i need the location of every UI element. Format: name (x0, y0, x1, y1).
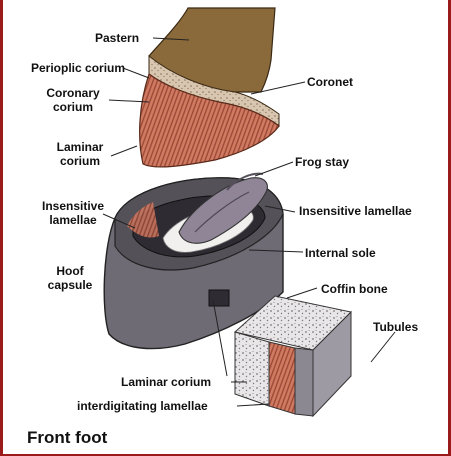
label-laminar-corium-top: Laminar corium (49, 140, 111, 168)
label-pastern: Pastern (95, 31, 139, 45)
label-coronet: Coronet (307, 75, 353, 89)
label-insensitive-lamellae-left-line2: lamellae (33, 213, 113, 227)
label-internal-sole: Internal sole (305, 246, 376, 260)
label-laminar-corium-top-line1: Laminar (49, 140, 111, 154)
label-coronary-corium-line2: corium (39, 100, 107, 114)
block-front-left-shape (235, 332, 269, 406)
label-laminar-corium-top-line2: corium (49, 154, 111, 168)
caption-front-foot: Front foot (27, 428, 107, 448)
label-frog-stay: Frog stay (295, 155, 349, 169)
label-coffin-bone: Coffin bone (321, 282, 388, 296)
label-insensitive-lamellae-right: Insensitive lamellae (299, 204, 412, 218)
label-hoof-capsule: Hoof capsule (41, 264, 99, 292)
label-laminar-corium-bottom: Laminar corium (121, 375, 211, 389)
label-interdigitating-lamellae: interdigitating lamellae (77, 399, 208, 413)
label-coronary-corium-line1: Coronary (39, 86, 107, 100)
label-insensitive-lamellae-left: Insensitive lamellae (33, 199, 113, 227)
label-tubules: Tubules (373, 320, 418, 334)
label-insensitive-lamellae-left-line1: Insensitive (33, 199, 113, 213)
label-hoof-capsule-line1: Hoof (41, 264, 99, 278)
label-hoof-capsule-line2: capsule (41, 278, 99, 292)
block-front-right-shape (295, 348, 313, 416)
label-perioplic-corium: Perioplic corium (31, 61, 125, 75)
wall-window-shape (209, 290, 229, 306)
block-laminar-shape (269, 342, 295, 414)
label-coronary-corium: Coronary corium (39, 86, 107, 114)
